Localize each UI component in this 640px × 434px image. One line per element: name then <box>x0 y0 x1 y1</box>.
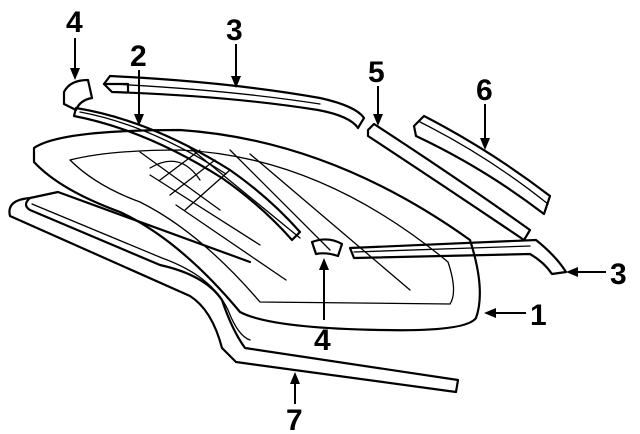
callout-4-top: 4 <box>66 6 83 39</box>
part-4-clip <box>310 238 344 258</box>
part-3-roof-molding <box>102 74 366 130</box>
callout-6: 6 <box>476 74 493 107</box>
part-1-windshield-glass <box>32 128 481 332</box>
callout-7: 7 <box>286 404 303 434</box>
part-7-seal <box>8 190 460 394</box>
part-3-lower-molding <box>348 238 568 276</box>
part-6-trim <box>412 114 552 216</box>
callout-4-center: 4 <box>314 324 331 357</box>
callout-2: 2 <box>130 40 147 73</box>
leader-lines <box>70 38 606 404</box>
callout-5: 5 <box>368 56 385 89</box>
callout-1: 1 <box>530 299 547 332</box>
callout-3-top: 3 <box>226 14 243 47</box>
part-4-corner-cap <box>62 78 94 112</box>
callout-3-right: 3 <box>610 258 627 291</box>
part-2-molding <box>72 106 302 242</box>
part-5-side-molding <box>366 122 532 242</box>
